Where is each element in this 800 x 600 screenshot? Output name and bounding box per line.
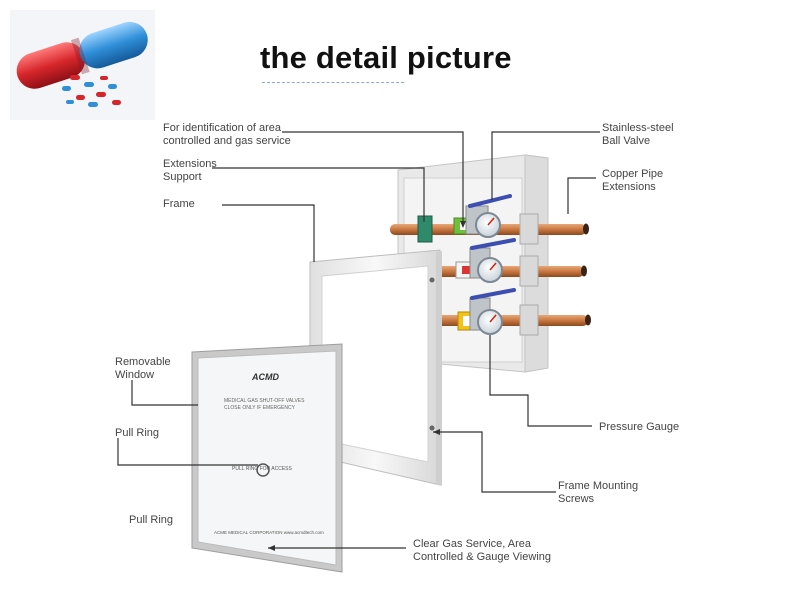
label-pressure-gauge: Pressure Gauge: [599, 421, 680, 433]
label-frame: Frame: [163, 198, 195, 210]
window-pull-text: PULL RING FOR ACCESS: [232, 466, 292, 472]
valve-handle-2: [470, 238, 516, 250]
window-warning-line-1: MEDICAL GAS SHUT-OFF VALVES: [224, 398, 305, 404]
valve-handle-1: [468, 194, 512, 208]
pull-ring-icon: [256, 463, 270, 477]
window-warning-line-2: CLOSE ONLY IF EMERGENCY: [224, 405, 295, 411]
label-frame-screws: Frame Mounting Screws: [558, 480, 639, 505]
label-pull-ring-2: Pull Ring: [129, 514, 174, 526]
title-underline: [262, 82, 404, 83]
label-removable-window: Removable Window: [115, 356, 171, 381]
valve-handle-3: [470, 288, 516, 300]
label-clear-gas: Clear Gas Service, Area Controlled & Gau…: [413, 538, 551, 563]
valve-row-3: [457, 288, 516, 335]
frame-screw: [429, 425, 435, 431]
window-brand: ACMD: [252, 372, 279, 382]
capsule-logo-icon: [10, 10, 155, 120]
label-pull-ring-1: Pull Ring: [115, 427, 160, 439]
valve-row-2: [455, 238, 516, 283]
valve-row-1: [453, 194, 512, 238]
label-ball-valve: Stainless-steel Ball Valve: [602, 122, 674, 147]
label-extensions-support: Extensions Support: [163, 158, 217, 183]
leader-arrowheads: [268, 221, 466, 551]
leader-lines: [117, 131, 600, 549]
label-identification: For identification of area controlled an…: [163, 122, 291, 147]
label-copper-pipe: Copper Pipe Extensions: [602, 168, 664, 193]
copper-pipes: [390, 213, 591, 336]
removable-window: [191, 343, 343, 573]
window-footer: ACME MEDICAL CORPORATION www.acmdtech.co…: [214, 530, 324, 535]
extension-support-bracket: [417, 215, 433, 243]
page-title: the detail picture: [260, 40, 512, 75]
